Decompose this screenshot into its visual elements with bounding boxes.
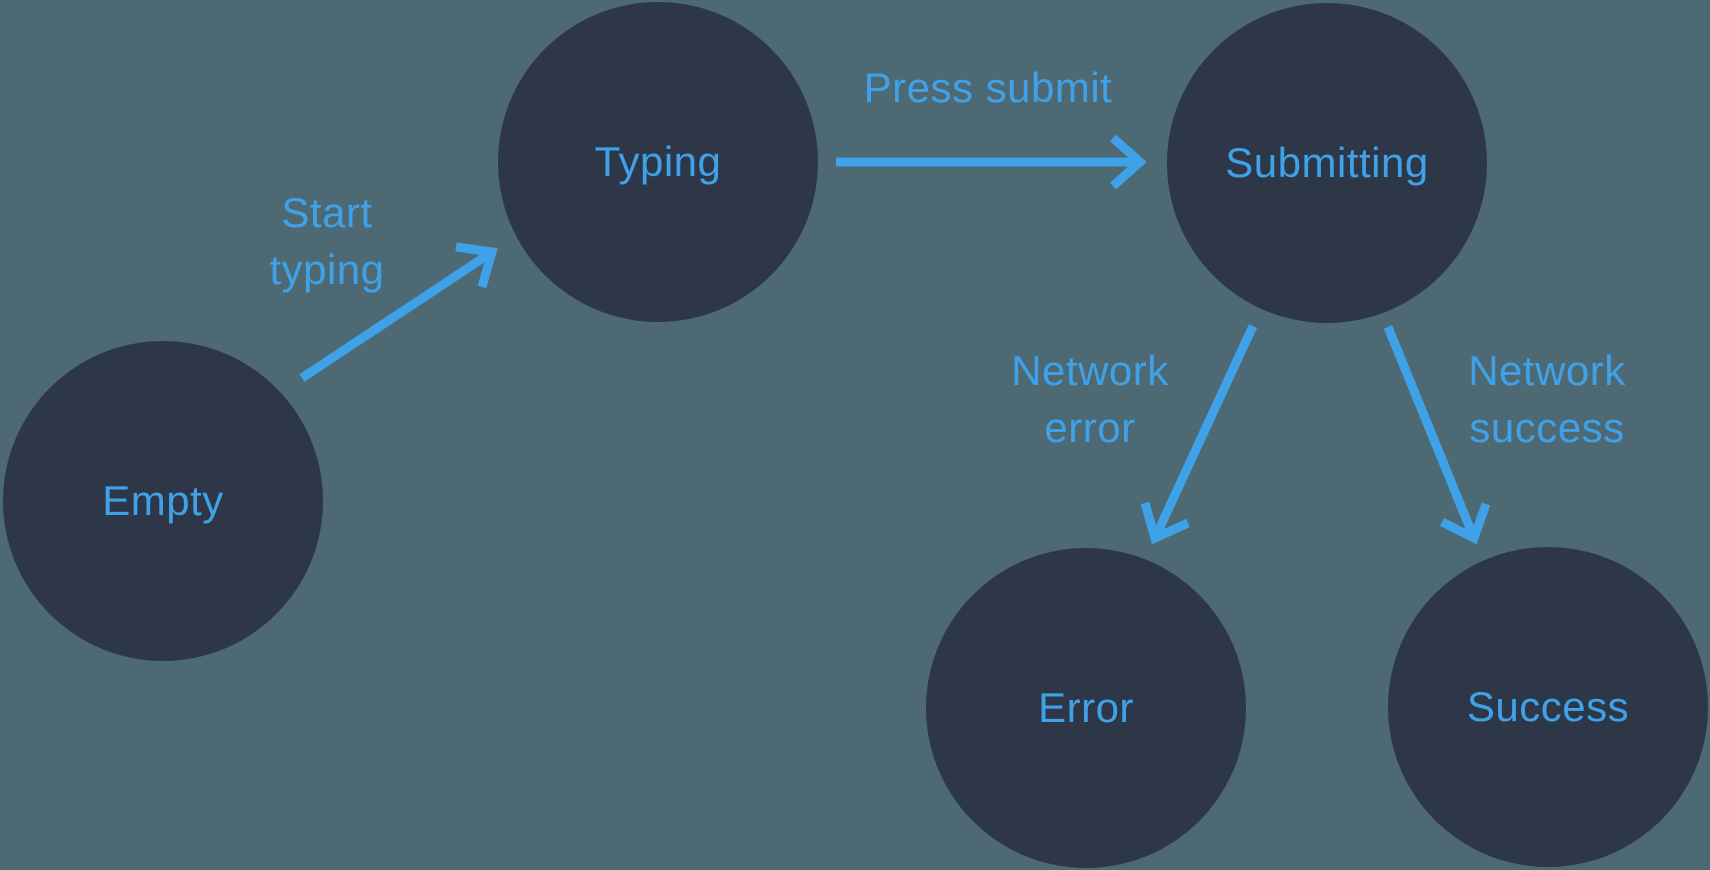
state-label-success: Success [1466, 683, 1630, 730]
arrow-typing-to-submitting [836, 134, 1147, 190]
edge-label-start-typing: Start typing [269, 189, 385, 293]
state-node-submitting: Submitting [1167, 3, 1487, 323]
state-node-success: Success [1388, 547, 1708, 867]
state-node-error: Error [926, 548, 1246, 868]
edge-label-network-error: Network error [1011, 347, 1169, 451]
state-label-error: Error [1038, 684, 1134, 731]
state-node-typing: Typing [498, 2, 818, 322]
edge-label-network-success: Network success [1468, 347, 1626, 451]
state-label-empty: Empty [102, 477, 224, 524]
state-node-empty: Empty [3, 341, 323, 661]
state-label-submitting: Submitting [1225, 139, 1429, 186]
edge-label-press-submit: Press submit [863, 64, 1113, 111]
state-label-typing: Typing [594, 138, 722, 185]
